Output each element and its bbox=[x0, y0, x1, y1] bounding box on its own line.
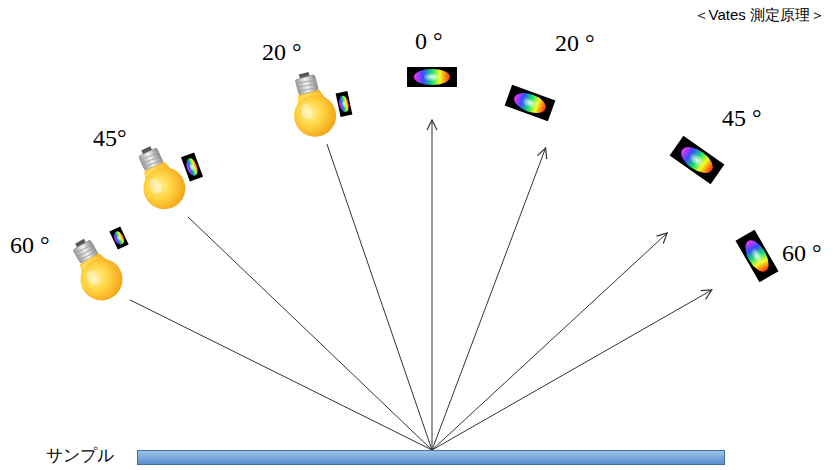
angle-label: 45 ° bbox=[722, 105, 762, 133]
angle-label: 60 ° bbox=[10, 232, 50, 260]
spectrum-image bbox=[670, 136, 725, 184]
lamp-icon bbox=[65, 235, 130, 310]
light-source: 20 ° bbox=[283, 72, 343, 144]
spectrum-image bbox=[407, 67, 457, 87]
receiver-camera: 60 ° bbox=[705, 228, 781, 290]
spectrum-icon bbox=[109, 226, 128, 249]
camera-icon bbox=[500, 80, 562, 148]
reflected-ray bbox=[432, 148, 546, 450]
incident-ray bbox=[130, 300, 432, 450]
spectrum-image bbox=[735, 230, 778, 283]
camera-icon bbox=[705, 228, 781, 290]
angle-label: 45° bbox=[93, 125, 127, 153]
reflected-ray bbox=[432, 233, 667, 450]
light-source: 60 ° bbox=[65, 235, 130, 310]
light-bulb bbox=[61, 231, 130, 308]
reflected-ray bbox=[432, 290, 712, 450]
angle-label: 20 ° bbox=[262, 39, 302, 67]
reflected-ray bbox=[432, 120, 433, 450]
camera-icon bbox=[400, 60, 464, 120]
spectrum-image bbox=[505, 85, 556, 121]
camera-icon bbox=[655, 135, 730, 233]
angle-label: 60 ° bbox=[782, 240, 822, 268]
light-bulb bbox=[127, 139, 193, 216]
lamp-icon bbox=[283, 72, 343, 144]
spectrum-icon bbox=[181, 152, 203, 181]
sample-plate: サンプル bbox=[137, 450, 725, 465]
lamp-icon bbox=[130, 145, 192, 217]
angle-label: 20 ° bbox=[555, 30, 595, 58]
incident-ray bbox=[188, 217, 432, 450]
incident-ray bbox=[327, 144, 432, 450]
receiver-camera: 45 ° bbox=[655, 135, 730, 233]
sample-label: サンプル bbox=[46, 446, 114, 466]
spectrum-icon bbox=[336, 91, 353, 117]
angle-label: 0 ° bbox=[415, 28, 443, 56]
light-bulb bbox=[283, 68, 340, 142]
diagram-title: ＜Vates 測定原理＞ bbox=[694, 6, 825, 25]
light-source: 45° bbox=[130, 145, 192, 217]
receiver-camera: 0 ° bbox=[400, 60, 464, 120]
receiver-camera: 20 ° bbox=[500, 80, 562, 148]
